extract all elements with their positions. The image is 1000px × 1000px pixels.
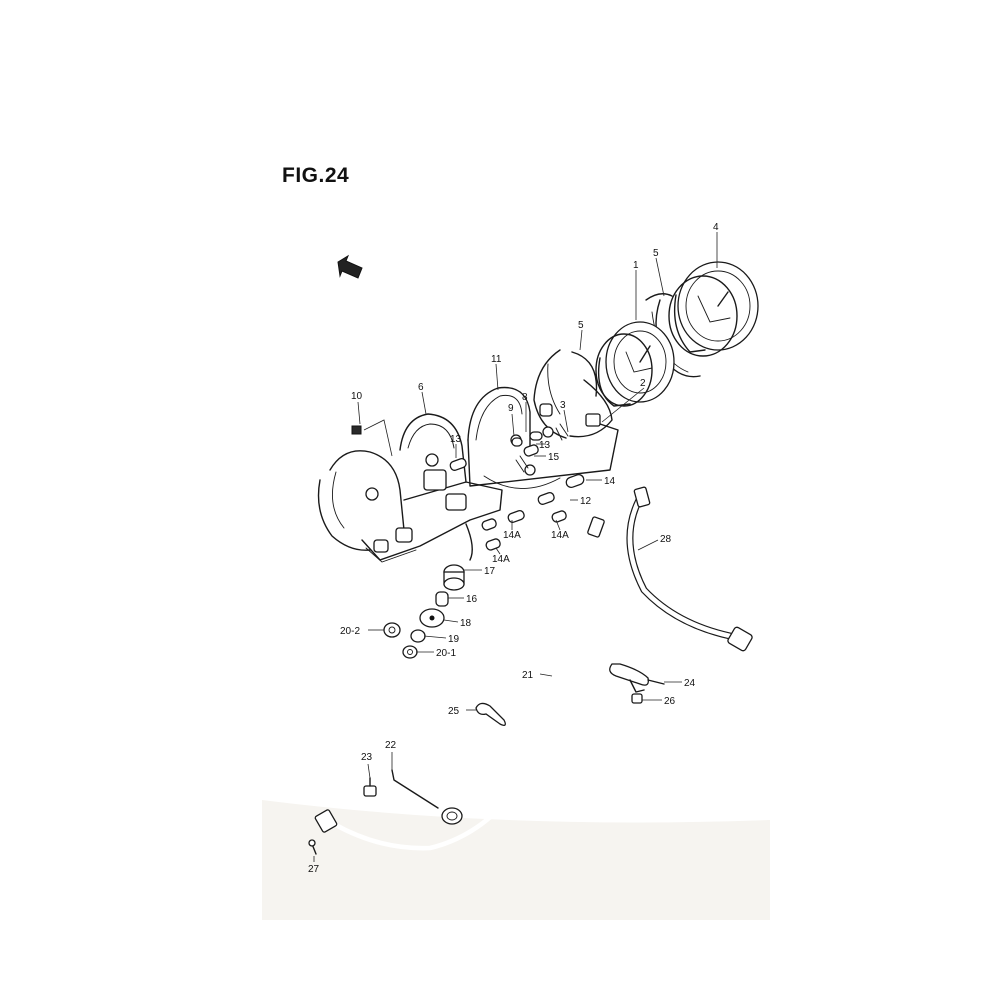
callout-9: 9 [508,403,514,414]
callout-14A-lower: 14A [492,554,510,565]
callout-2: 2 [640,378,646,389]
callout-19: 19 [448,634,460,645]
callout-20-2: 20-2 [340,626,360,637]
meter-case-5-lower [533,349,613,439]
bolt-23 [363,777,377,797]
callout-21: 21 [522,670,534,681]
callout-4: 4 [713,222,719,233]
callout-5-lower: 5 [578,320,584,331]
callout-20-1: 20-1 [436,648,456,659]
front-direction-arrow-icon [337,254,363,279]
callout-14A-right: 14A [551,530,569,541]
callout-22: 22 [385,740,397,751]
callout-5-upper: 5 [653,248,659,259]
meter-cable-28 [626,486,753,652]
callout-27: 27 [308,864,320,875]
callout-24: 24 [684,678,696,689]
callout-12: 12 [580,496,592,507]
meter-cable-21 [314,516,605,851]
callout-28: 28 [660,534,672,545]
cable-clamp-25 [475,702,506,726]
bulb-socket-set [351,423,585,561]
callout-10: 10 [351,391,363,402]
callout-25: 25 [448,706,460,717]
cable-guide-24 [609,663,665,704]
callout-18: 18 [460,618,472,629]
gauge-assembly-1 [595,321,675,407]
leader-lines [313,232,718,862]
meter-case-6 [317,413,503,563]
callout-16: 16 [466,594,478,605]
callout-26: 26 [664,696,676,707]
callout-14A-middle: 14A [503,530,521,541]
callout-3: 3 [560,400,566,411]
callout-6: 6 [418,382,424,393]
callout-1: 1 [633,260,639,271]
callout-15: 15 [548,452,560,463]
meter-bracket-11 [467,386,619,489]
callout-11: 11 [491,354,502,365]
callout-labels: 4 5 1 5 11 6 10 8 9 2 3 13 13 15 14 12 1… [308,222,719,875]
callout-23: 23 [361,752,373,763]
wire-stay-22 [391,769,463,825]
gauge-assembly-4 [668,261,759,357]
screw-27 [308,839,317,855]
callout-8: 8 [522,392,528,403]
callout-13-left: 13 [450,434,462,445]
lower-mount-hardware [383,564,465,659]
figure-title: FIG.24 [282,164,350,187]
callout-14: 14 [604,476,616,487]
callout-17: 17 [484,566,496,577]
callout-13-right: 13 [539,440,551,451]
